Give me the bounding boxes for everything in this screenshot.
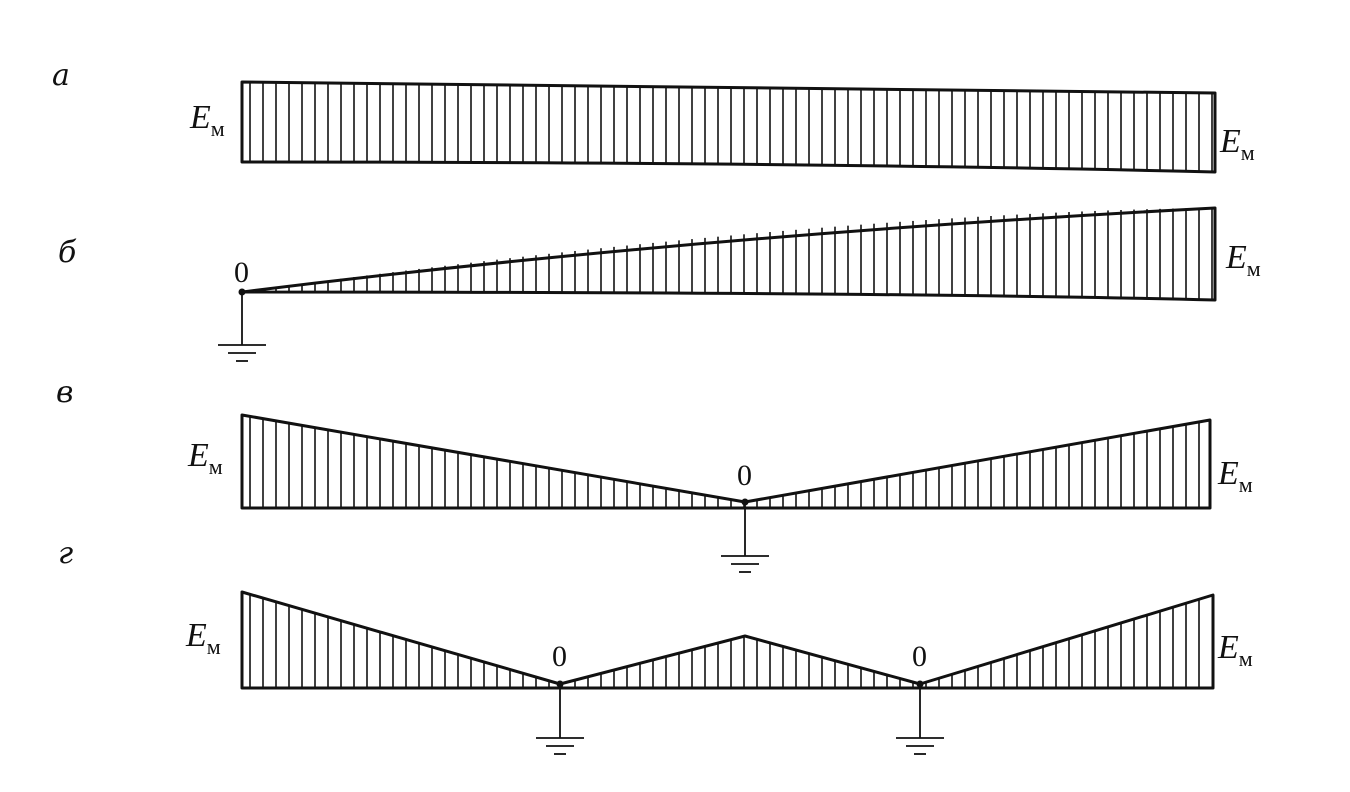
- diagram-outline-b: [240, 206, 1217, 302]
- diagram-outline-a: [240, 80, 1217, 174]
- hatching-g: [249, 594, 1200, 688]
- ground-symbol-b: [218, 292, 266, 362]
- panel-letter-a: а: [52, 58, 70, 93]
- ground-symbol-v: [721, 502, 769, 573]
- zero-label-g-2: 0: [912, 640, 927, 673]
- panel-letter-v: в: [56, 375, 73, 410]
- panel-g: г 0 0 Eм Eм: [58, 536, 1253, 755]
- panel-letter-b: б: [58, 235, 77, 270]
- em-label-left-a: Eм: [189, 99, 225, 141]
- hatching-b: [249, 208, 1213, 300]
- diagram-outline-v: [240, 413, 1212, 510]
- diagram-outline-g: [240, 590, 1215, 690]
- em-label-left-g: Eм: [185, 617, 221, 659]
- panel-a: а Eм Eм: [52, 58, 1255, 174]
- zero-label-g-1: 0: [552, 640, 567, 673]
- em-label-right-b: Eм: [1225, 239, 1261, 281]
- zero-label-v: 0: [737, 459, 752, 492]
- ground-symbol-g-2: [896, 684, 944, 755]
- em-label-right-a: Eм: [1219, 123, 1255, 165]
- em-label-left-v: Eм: [187, 437, 223, 479]
- zero-label-b: 0: [234, 256, 249, 289]
- em-label-right-g: Eм: [1217, 629, 1253, 671]
- hatching-a: [249, 82, 1213, 172]
- panel-v: в 0 Eм Eм: [56, 375, 1253, 573]
- panel-b: б 0 Eм: [58, 206, 1261, 362]
- panel-letter-g: г: [58, 536, 73, 571]
- ground-symbol-g-1: [536, 684, 584, 755]
- hatching-v: [249, 416, 1200, 508]
- em-label-right-v: Eм: [1217, 455, 1253, 497]
